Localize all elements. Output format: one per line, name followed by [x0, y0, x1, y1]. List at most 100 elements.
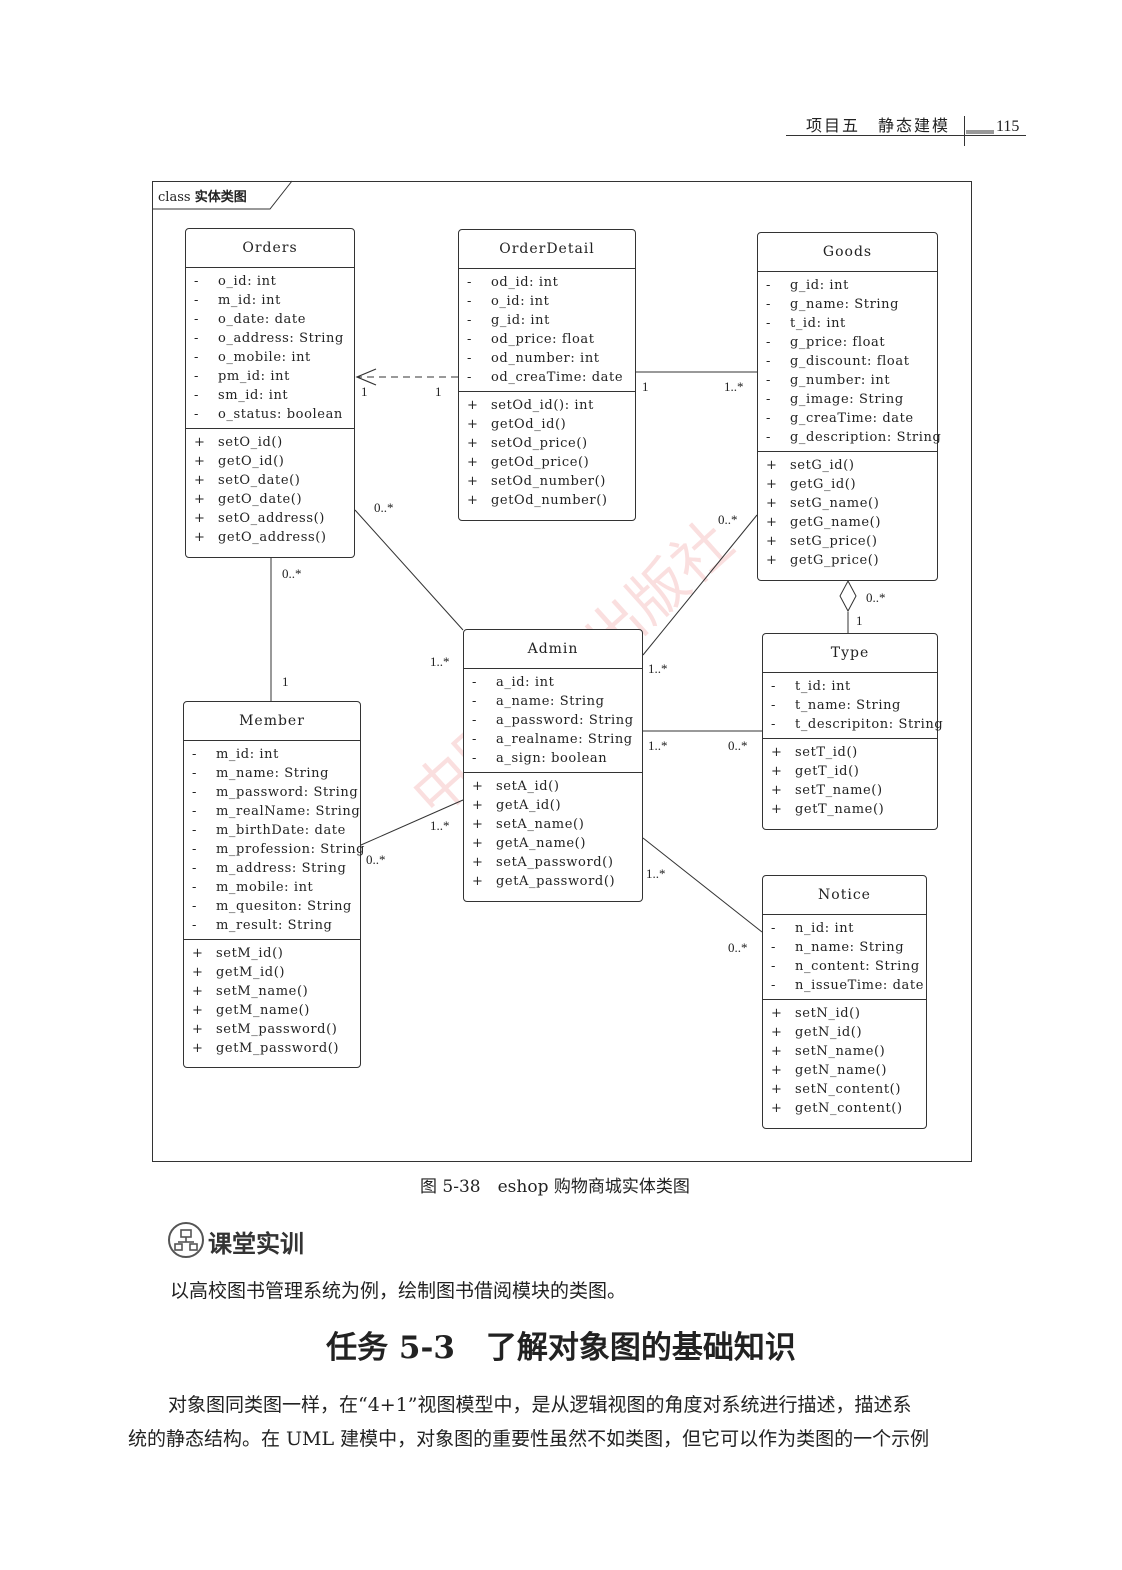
visibility-marker: +: [194, 435, 206, 450]
visibility-marker: -: [771, 959, 776, 974]
visibility-marker: -: [472, 751, 477, 766]
attribute-row: -n_name: String: [763, 938, 926, 957]
practice-text: 以高校图书管理系统为例，绘制图书借阅模块的类图。: [170, 1280, 627, 1302]
attribute-row: -o_status: boolean: [186, 405, 354, 424]
mult-od-goods-od-end: 1: [642, 379, 649, 394]
method-row: +setN_name(): [763, 1042, 926, 1061]
attribute-row: -pm_id: int: [186, 367, 354, 386]
attribute-text: m_mobile: int: [216, 880, 314, 895]
attribute-row: -o_id: int: [186, 272, 354, 291]
method-text: getOd_price(): [491, 455, 590, 470]
visibility-marker: -: [467, 370, 472, 385]
visibility-marker: -: [472, 694, 477, 709]
attribute-row: -g_discount: float: [758, 352, 937, 371]
attribute-row: -o_address: String: [186, 329, 354, 348]
attribute-section: -t_id: int-t_name: String-t_descripiton:…: [763, 673, 943, 738]
visibility-marker: +: [766, 515, 778, 530]
method-text: setM_name(): [216, 984, 309, 999]
method-text: getO_date(): [218, 492, 303, 507]
attribute-text: o_address: String: [218, 331, 344, 346]
mult-admin-type-admin-end: 1..*: [648, 738, 668, 753]
visibility-marker: -: [192, 823, 197, 838]
visibility-marker: +: [771, 1006, 783, 1021]
mult-goods-type-goods-end: 0..*: [866, 590, 886, 605]
visibility-marker: -: [771, 921, 776, 936]
visibility-marker: -: [467, 294, 472, 309]
frame-label-prefix: class: [158, 190, 191, 205]
visibility-marker: +: [467, 455, 479, 470]
visibility-marker: -: [472, 675, 477, 690]
visibility-marker: -: [771, 679, 776, 694]
attribute-row: -o_id: int: [459, 292, 635, 311]
visibility-marker: -: [467, 351, 472, 366]
attribute-row: -g_id: int: [459, 311, 635, 330]
attribute-text: od_creaTime: date: [491, 370, 624, 385]
attribute-row: -m_profession: String: [184, 840, 365, 859]
class-orders: Orders -o_id: int-m_id: int-o_date: date…: [185, 228, 355, 558]
attribute-text: t_id: int: [790, 316, 846, 331]
visibility-marker: +: [467, 417, 479, 432]
mult-orders-member-member-end: 1: [282, 674, 289, 689]
class-notice: Notice -n_id: int-n_name: String-n_conte…: [762, 875, 927, 1129]
attribute-row: -g_image: String: [758, 390, 937, 409]
method-row: +getO_address(): [186, 528, 354, 547]
method-text: getT_id(): [795, 764, 860, 779]
attribute-row: -t_id: int: [758, 314, 937, 333]
visibility-marker: +: [771, 745, 783, 760]
method-text: getOd_id(): [491, 417, 567, 432]
visibility-marker: +: [766, 458, 778, 473]
visibility-marker: +: [766, 553, 778, 568]
visibility-marker: +: [194, 530, 206, 545]
method-row: +setM_name(): [184, 982, 360, 1001]
mult-goods-type-type-end: 1: [856, 613, 863, 628]
attribute-text: a_id: int: [496, 675, 555, 690]
method-row: +getM_name(): [184, 1001, 360, 1020]
attribute-text: o_status: boolean: [218, 407, 343, 422]
method-row: +setN_id(): [763, 1004, 926, 1023]
figure-caption: 图 5-38 eshop 购物商城实体类图: [420, 1177, 690, 1197]
method-text: setOd_number(): [491, 474, 606, 489]
visibility-marker: +: [467, 474, 479, 489]
method-section: +setG_id()+getG_id()+setG_name()+getG_na…: [758, 451, 937, 574]
visibility-marker: -: [194, 293, 199, 308]
method-row: +setM_id(): [184, 944, 360, 963]
method-row: + getO_date(): [186, 490, 354, 509]
method-text: setG_id(): [790, 458, 855, 473]
attribute-text: o_date: date: [218, 312, 307, 327]
visibility-marker: +: [194, 454, 206, 469]
visibility-marker: -: [192, 880, 197, 895]
visibility-marker: +: [192, 1022, 204, 1037]
method-row: +getM_id(): [184, 963, 360, 982]
attribute-row: -g_number: int: [758, 371, 937, 390]
method-text: getN_content(): [795, 1101, 903, 1116]
attribute-row: -m_quesiton: String: [184, 897, 360, 916]
visibility-marker: -: [472, 732, 477, 747]
method-section: +setOd_id(): int+getOd_id()+setOd_price(…: [459, 391, 635, 514]
method-text: setO_address(): [218, 511, 325, 526]
method-row: +setA_password(): [464, 853, 642, 872]
mult-admin-member-member-end: 0..*: [366, 852, 386, 867]
visibility-marker: -: [771, 717, 776, 732]
method-text: setT_name(): [795, 783, 883, 798]
visibility-marker: -: [194, 350, 199, 365]
visibility-marker: +: [771, 783, 783, 798]
visibility-marker: -: [194, 388, 199, 403]
visibility-marker: +: [766, 534, 778, 549]
method-text: getOd_number(): [491, 493, 608, 508]
method-row: + setOd_number(): [459, 472, 635, 491]
practice-icon: [168, 1222, 204, 1258]
mult-admin-notice-notice-end: 0..*: [728, 940, 748, 955]
diagram-frame: [152, 181, 972, 1162]
visibility-marker: +: [771, 1044, 783, 1059]
method-row: +setO_address(): [186, 509, 354, 528]
attribute-text: pm_id: int: [218, 369, 290, 384]
attribute-row: -m_password: String: [184, 783, 360, 802]
class-name: Member: [184, 702, 360, 741]
attribute-text: n_issueTime: date: [795, 978, 924, 993]
method-row: +setG_price(): [758, 532, 937, 551]
task-heading: 任务 5-3 了解对象图的基础知识: [326, 1330, 796, 1366]
method-row: +getN_content(): [763, 1099, 926, 1118]
method-text: getG_id(): [790, 477, 857, 492]
mult-orders-admin-admin-end: 1..*: [430, 654, 450, 669]
visibility-marker: +: [194, 492, 206, 507]
